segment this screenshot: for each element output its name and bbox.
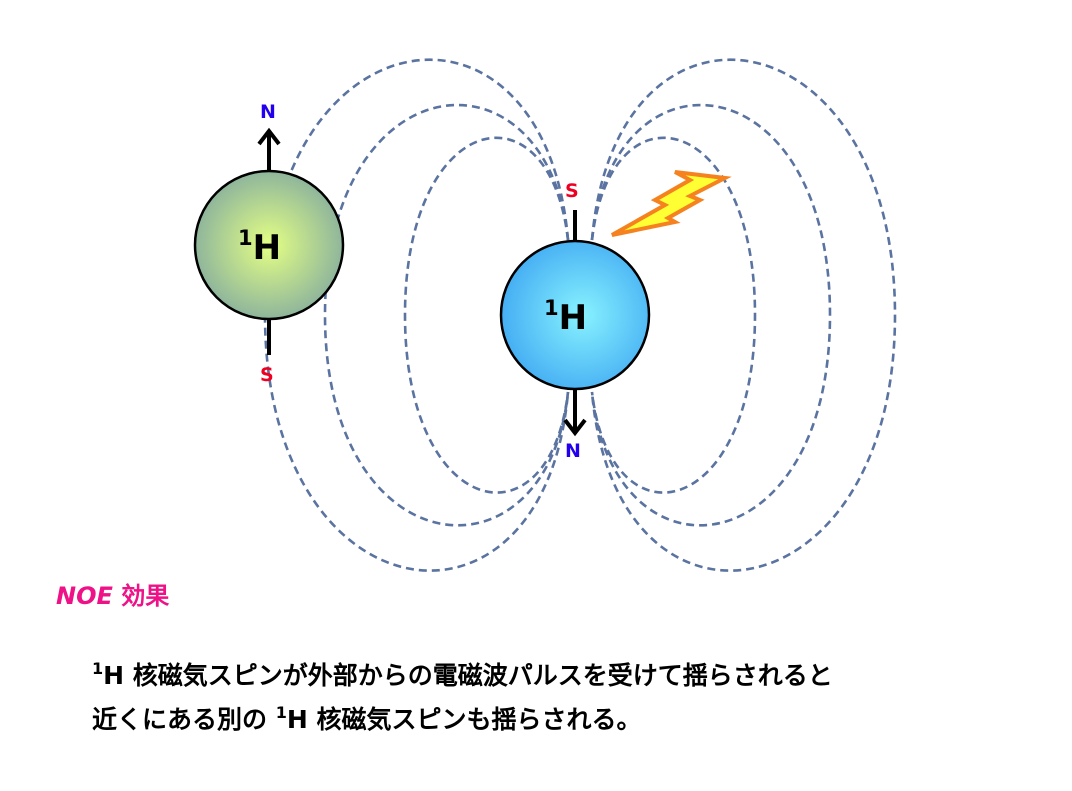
isotope-mass: 1: [544, 296, 559, 320]
right-north-label: N: [565, 440, 581, 462]
element-symbol: H: [252, 228, 282, 268]
atom-right-label: 1H: [544, 296, 587, 338]
description-text: H 核磁気スピンが外部からの電磁波パルスを受けて揺らされると: [103, 661, 833, 690]
field-line-right-outer: [590, 58, 897, 572]
title-noe: NOE: [56, 582, 113, 610]
description-text: H 核磁気スピンも揺らされる。: [286, 705, 642, 734]
description-line-1: 1H 核磁気スピンが外部からの電磁波パルスを受けて揺らされると: [92, 656, 833, 692]
spin-arrow-left: [257, 127, 281, 355]
atom-left: [193, 169, 345, 321]
atom-left-label: 1H: [238, 226, 281, 268]
isotope-mass: 1: [92, 659, 104, 678]
spin-arrow-right: [563, 210, 587, 437]
left-north-label: N: [260, 101, 276, 123]
description-text: 近くにある別の: [92, 705, 276, 734]
element-symbol: H: [558, 298, 588, 338]
atom-right: [499, 239, 651, 391]
isotope-mass: 1: [238, 226, 253, 250]
description-line-2: 近くにある別の 1H 核磁気スピンも揺らされる。: [92, 700, 642, 736]
field-line-right-middle: [590, 103, 832, 527]
field-line-left-inner: [403, 136, 570, 494]
noe-title: NOE 効果: [56, 576, 169, 611]
field-line-left-middle: [323, 103, 570, 527]
right-south-label: S: [565, 180, 579, 202]
isotope-mass: 1: [275, 703, 287, 722]
lightning-bolt-icon: [611, 170, 732, 237]
field-line-right-inner: [590, 136, 757, 494]
left-south-label: S: [260, 364, 274, 386]
title-effect: 効果: [121, 582, 170, 610]
